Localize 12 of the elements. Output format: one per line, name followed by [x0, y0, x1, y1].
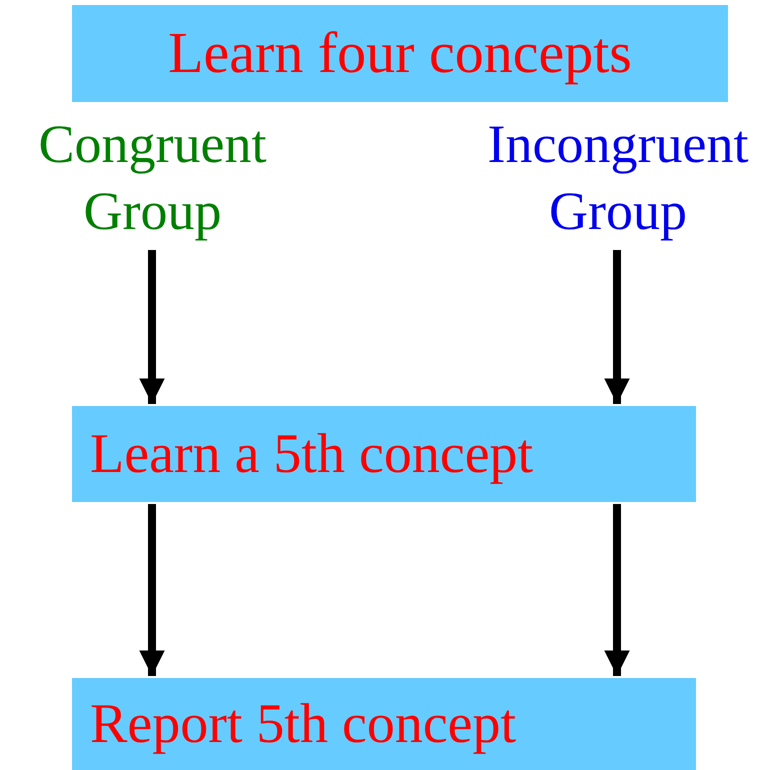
- node-label: Learn four concepts: [168, 19, 632, 88]
- process-box: [72, 406, 696, 502]
- process-box: [72, 678, 696, 770]
- node-label: Report 5th concept: [90, 692, 516, 757]
- arrow: [604, 504, 630, 676]
- arrow: [139, 250, 165, 404]
- node-label: Congruent Group: [38, 112, 268, 243]
- node-label: Incongruent Group: [486, 112, 750, 243]
- process-box: [72, 5, 728, 102]
- arrow: [139, 504, 165, 676]
- arrow: [604, 250, 630, 404]
- node-label: Learn a 5th concept: [90, 422, 534, 487]
